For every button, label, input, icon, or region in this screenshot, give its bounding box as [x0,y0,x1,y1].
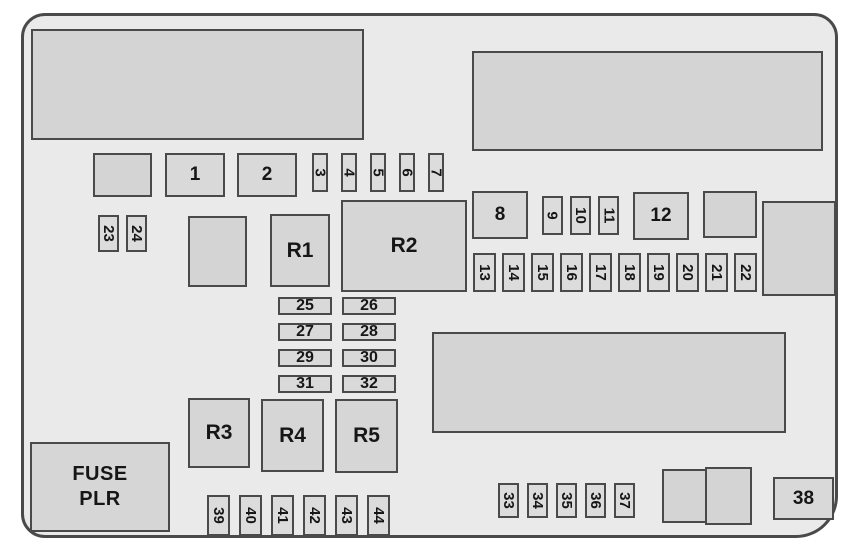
fuse-plr-block: FUSE PLR [30,442,170,532]
fuse-21-label: 21 [708,264,725,281]
fuse-40: 40 [239,495,262,536]
fuse-30: 30 [342,349,396,367]
fuse-10-label: 10 [572,207,589,224]
fuse-plr-line1: FUSE [72,463,128,485]
fuse-14: 14 [502,253,525,292]
fuse-23: 23 [98,215,119,252]
fuse-35: 35 [556,483,577,518]
fuse-15: 15 [531,253,554,292]
fuse-17: 17 [589,253,612,292]
fuse-19: 19 [647,253,670,292]
block-top-left [31,29,364,140]
fuse-24: 24 [126,215,147,252]
fuse-22: 22 [734,253,757,292]
fuse-36-label: 36 [587,492,604,509]
fuse-39-label: 39 [210,507,227,524]
fuse-35-label: 35 [558,492,575,509]
block-top-right [472,51,823,151]
fuse-9: 9 [542,196,563,235]
fuse-12: 12 [633,192,689,240]
fuse-40-label: 40 [242,507,259,524]
fuse-3-label: 3 [311,168,329,177]
fuse-13-label: 13 [476,264,493,281]
fuse-20: 20 [676,253,699,292]
fuse-44: 44 [367,495,390,536]
slot-left-of-fuse-1 [93,153,152,197]
relay-r2: R2 [341,200,467,292]
fuse-23-label: 23 [100,225,117,242]
fuse-5: 5 [369,153,387,192]
fuse-42: 42 [303,495,326,536]
fuse-39: 39 [207,495,230,536]
fuse-29: 29 [278,349,332,367]
fuse-10: 10 [570,196,591,235]
fuse-36: 36 [585,483,606,518]
fuse-17-label: 17 [592,264,609,281]
block-right-tall [762,201,836,296]
fuse-43: 43 [335,495,358,536]
fuse-27: 27 [278,323,332,341]
relay-r4: R4 [261,399,324,472]
block-middle-right [432,332,786,433]
fuse-21: 21 [705,253,728,292]
fuse-2: 2 [237,153,297,197]
fuse-1: 1 [165,153,225,197]
slot-right-of-fuse-12 [703,191,757,238]
slot-pair-right [705,467,752,525]
fuse-15-label: 15 [534,264,551,281]
fuse-3: 3 [311,153,329,192]
fuse-33-label: 33 [500,492,517,509]
fuse-11: 11 [598,196,619,235]
fuse-7: 7 [427,153,445,192]
fuse-8: 8 [472,191,528,239]
fuse-38: 38 [773,477,834,520]
fuse-33: 33 [498,483,519,518]
fuse-34-label: 34 [529,492,546,509]
relay-r1: R1 [270,214,330,287]
fuse-25: 25 [278,297,332,315]
fuse-13: 13 [473,253,496,292]
fuse-34: 34 [527,483,548,518]
fuse-16: 16 [560,253,583,292]
fuse-37-label: 37 [616,492,633,509]
slot-left-of-relay-r1 [188,216,247,287]
fuse-26: 26 [342,297,396,315]
fuse-31: 31 [278,375,332,393]
fuse-43-label: 43 [338,507,355,524]
fuse-7-label: 7 [427,168,445,177]
fuse-4: 4 [340,153,358,192]
fuse-44-label: 44 [370,507,387,524]
fuse-5-label: 5 [369,168,387,177]
fuse-18-label: 18 [621,264,638,281]
fuse-28: 28 [342,323,396,341]
fuse-4-label: 4 [340,168,358,177]
fuse-32: 32 [342,375,396,393]
fuse-41: 41 [271,495,294,536]
fuse-20-label: 20 [679,264,696,281]
fuse-41-label: 41 [274,507,291,524]
fuse-9-label: 9 [544,211,561,220]
slot-pair-left [662,469,707,523]
fuse-plr-line2: PLR [79,488,121,510]
fuse-11-label: 11 [599,207,617,224]
fuse-24-label: 24 [128,225,145,242]
fuse-14-label: 14 [505,264,522,281]
relay-r5: R5 [335,399,398,473]
fuse-37: 37 [614,483,635,518]
fuse-19-label: 19 [650,264,667,281]
fuse-22-label: 22 [737,264,754,281]
fuse-18: 18 [618,253,641,292]
fuse-6-label: 6 [398,168,416,177]
relay-r3: R3 [188,398,250,468]
fuse-42-label: 42 [306,507,323,524]
fuse-16-label: 16 [563,264,580,281]
fuse-6: 6 [398,153,416,192]
